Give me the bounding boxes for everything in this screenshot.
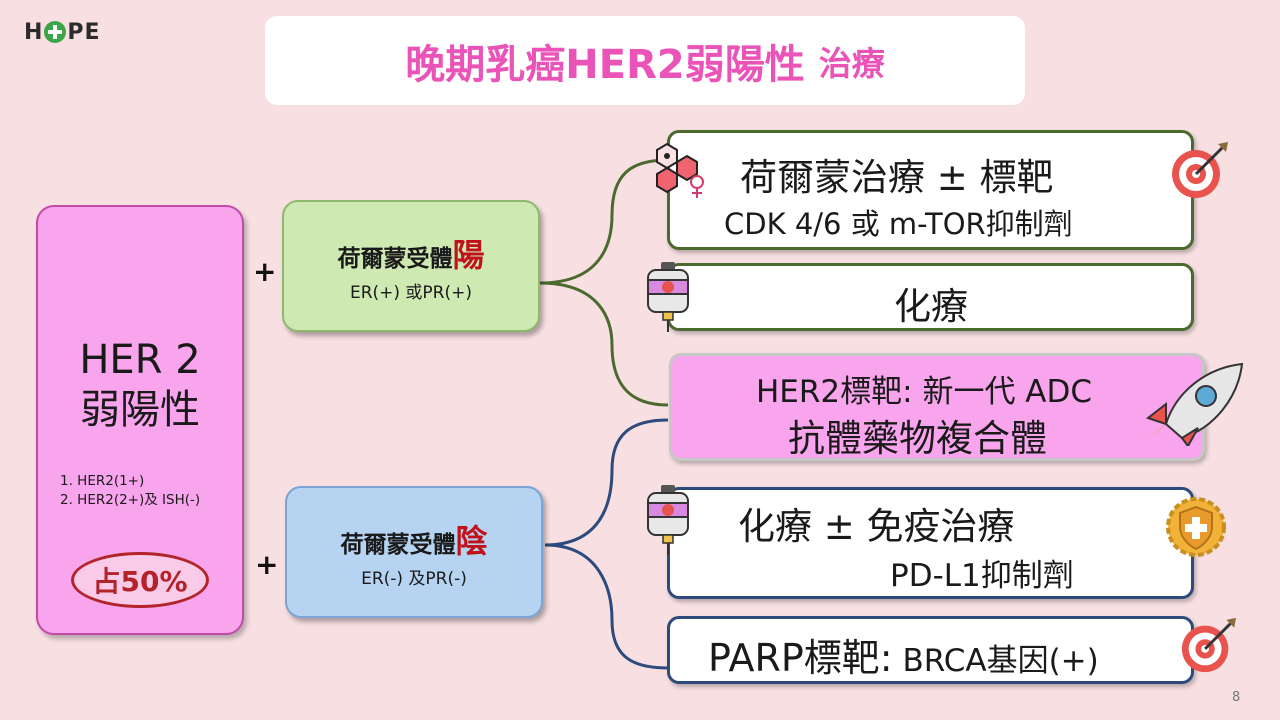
- receptor-positive-label: 荷爾蒙受體陽: [337, 230, 484, 276]
- receptor-negative-text: 荷爾蒙受體: [340, 531, 456, 558]
- receptor-negative-highlight: 陰: [455, 521, 488, 560]
- logo-text-h: H: [24, 19, 44, 45]
- target-icon: [1172, 142, 1228, 198]
- chemo-immunotherapy-title: 化療 ± 免疫治療: [738, 505, 1015, 548]
- criteria-item: 2. HER2(2+)及 ISH(-): [60, 492, 201, 508]
- hormone-molecule-icon: [656, 142, 704, 198]
- her2-criteria-list: 1. HER2(1+) 2. HER2(2+)及 ISH(-): [60, 472, 200, 510]
- receptor-positive-box: 荷爾蒙受體陽 ER(+) 或PR(+): [282, 200, 540, 332]
- her2-adc-box: HER2標靶: 新一代 ADC 抗體藥物複合體: [669, 353, 1205, 461]
- receptor-positive-text: 荷爾蒙受體: [337, 245, 453, 272]
- title-box: 晚期乳癌HER2弱陽性 治療: [265, 16, 1025, 105]
- page-subtitle: 治療: [818, 43, 885, 83]
- parp-target-box: PARP標靶: BRCA基因(+): [667, 616, 1194, 684]
- iv-bag-icon: [647, 262, 689, 332]
- receptor-negative-label: 荷爾蒙受體陰: [340, 516, 487, 562]
- percentage-badge: 占50%: [71, 552, 209, 608]
- her2-low-box: HER 2 弱陽性 1. HER2(1+) 2. HER2(2+)及 ISH(-…: [36, 205, 244, 635]
- positive-branch-connector: [539, 158, 669, 285]
- chemo-immunotherapy-box: 化療 ± 免疫治療 PD-L1抑制劑: [667, 487, 1194, 599]
- receptor-negative-box: 荷爾蒙受體陰 ER(-) 及PR(-): [285, 486, 543, 618]
- hormone-therapy-sub: CDK 4/6 或 m-TOR抑制劑: [724, 207, 1073, 241]
- chemo-box: 化療: [667, 263, 1194, 331]
- logo-cross-icon: [44, 21, 67, 43]
- iv-bag-icon: [647, 485, 689, 555]
- negative-branch-connector: [544, 418, 669, 547]
- her2-title: HER 2 弱陽性: [38, 335, 242, 435]
- page-title: 晚期乳癌HER2弱陽性: [405, 41, 805, 88]
- hormone-therapy-title: 荷爾蒙治療 ± 標靶: [740, 156, 1054, 199]
- receptor-positive-sub: ER(+) 或PR(+): [349, 282, 473, 303]
- plus-sign-negative: +: [255, 548, 279, 581]
- her2-title-line1: HER 2: [79, 337, 201, 383]
- receptor-positive-highlight: 陽: [452, 235, 485, 274]
- shield-icon: [1166, 497, 1226, 557]
- positive-branch-connector-lower: [539, 281, 669, 407]
- her2-adc-title: HER2標靶: 新一代 ADC: [756, 374, 1093, 410]
- negative-branch-connector-lower: [544, 543, 669, 670]
- receptor-negative-sub: ER(-) 及PR(-): [361, 568, 467, 589]
- plus-sign-positive: +: [253, 255, 277, 288]
- target-icon: [1181, 617, 1237, 673]
- hormone-therapy-box: 荷爾蒙治療 ± 標靶 CDK 4/6 或 m-TOR抑制劑: [667, 130, 1194, 250]
- page-number: 8: [1232, 690, 1241, 705]
- rocket-icon: [1144, 362, 1244, 446]
- logo-text-pe: PE: [67, 19, 101, 45]
- parp-target-bold: PARP標靶:: [708, 636, 893, 680]
- chemo-title: 化療: [894, 285, 968, 328]
- parp-target-rest: BRCA基因(+): [892, 643, 1099, 679]
- criteria-item: 1. HER2(1+): [60, 473, 145, 489]
- pdl1-inhibitor-label: PD-L1抑制劑: [890, 558, 1074, 594]
- her2-title-line2: 弱陽性: [80, 387, 200, 433]
- her2-adc-sub: 抗體藥物複合體: [788, 417, 1047, 460]
- hope-logo: H PE: [24, 18, 101, 46]
- parp-target-label: PARP標靶: BRCA基因(+): [708, 627, 1099, 682]
